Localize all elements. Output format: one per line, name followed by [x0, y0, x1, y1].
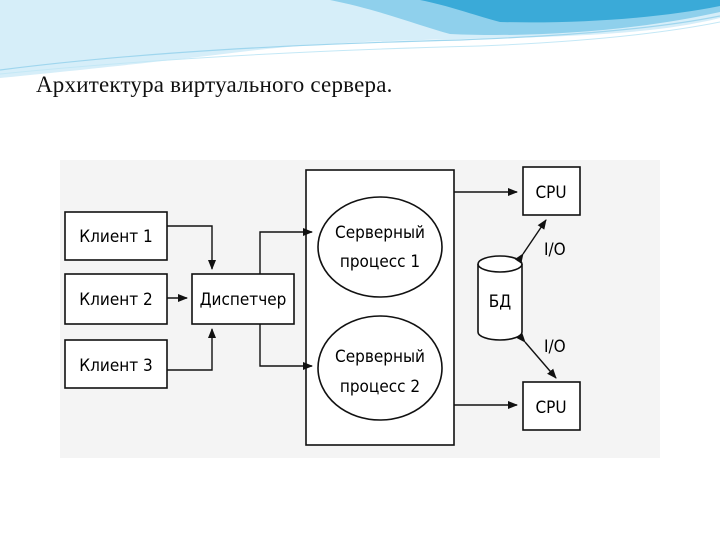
cpu-1-box: СРU — [522, 166, 581, 216]
database-label: БД — [489, 292, 511, 312]
io-label-1: I/O — [544, 240, 566, 260]
cpu-1-label: СРU — [535, 183, 566, 203]
server-process-2-line2: процесс 2 — [340, 377, 420, 397]
dispatcher-label: Диспетчер — [200, 290, 287, 310]
architecture-diagram: Клиент 1 Клиент 2 Клиент 3 Диспетчер Сер… — [60, 160, 660, 458]
server-process-1: Серверный процесс 1 — [317, 196, 443, 298]
dispatcher-box: Диспетчер — [191, 273, 295, 325]
io-arrow-cpu-1-db — [514, 219, 547, 264]
client-3-box: Клиент 3 — [64, 339, 168, 389]
io-label-2: I/O — [544, 337, 566, 357]
server-process-2-line1: Серверный — [335, 347, 425, 367]
client-1-box: Клиент 1 — [64, 211, 168, 261]
server-process-1-line2: процесс 1 — [340, 252, 420, 272]
arrow-dispatcher-to-process-2 — [259, 324, 313, 370]
client-3-label: Клиент 3 — [79, 356, 152, 376]
cpu-2-label: СРU — [535, 398, 566, 418]
arrow-client-1-to-dispatcher — [167, 225, 216, 270]
client-2-label: Клиент 2 — [79, 290, 152, 310]
slide-title: Архитектура виртуального сервера. — [36, 72, 393, 97]
cpu-2-box: СРU — [522, 381, 581, 431]
client-2-box: Клиент 2 — [64, 273, 168, 325]
arrow-client-3-to-dispatcher — [167, 328, 216, 371]
client-1-label: Клиент 1 — [79, 227, 152, 247]
database-cylinder: БД — [477, 255, 523, 341]
arrow-dispatcher-to-process-1 — [259, 228, 313, 274]
server-process-2: Серверный процесс 2 — [317, 315, 443, 421]
server-process-1-line1: Серверный — [335, 223, 425, 243]
header-wave-decoration — [0, 0, 720, 78]
io-arrow-db-cpu-2 — [516, 332, 557, 379]
